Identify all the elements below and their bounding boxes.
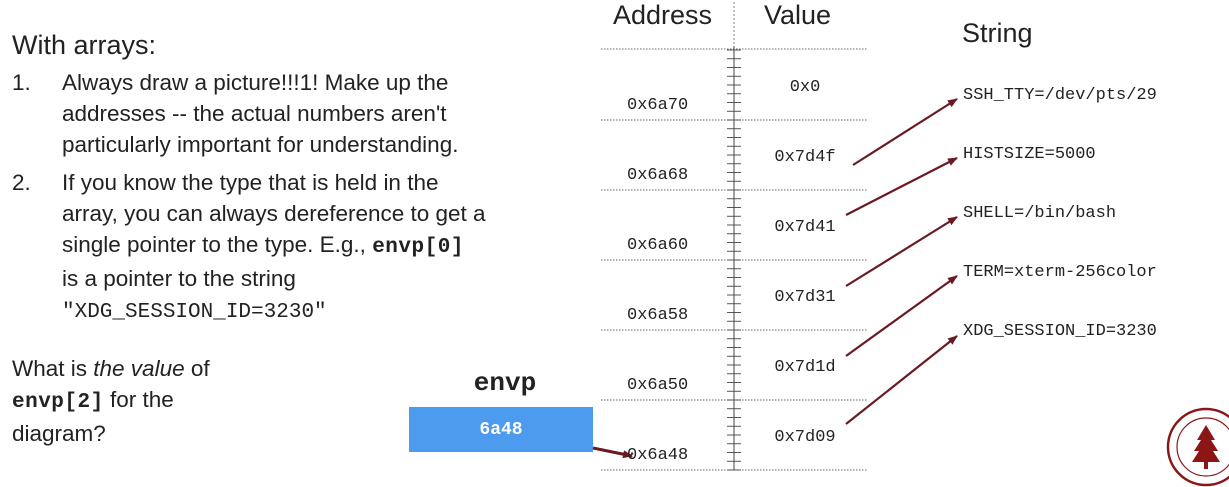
question-line: What is the value of bbox=[12, 353, 210, 384]
list-line: Always draw a picture!!!1! Make up the bbox=[62, 70, 449, 95]
question-text: What is bbox=[12, 356, 94, 381]
string-literal: "XDG_SESSION_ID=3230" bbox=[62, 301, 327, 324]
envp-value-box: 6a48 bbox=[409, 407, 593, 452]
list-line: If you know the type that is held in the bbox=[62, 170, 439, 195]
list-number: 2. bbox=[12, 170, 31, 195]
list-line: "XDG_SESSION_ID=3230" bbox=[62, 294, 486, 328]
memory-value: 0x7d4f bbox=[774, 148, 836, 167]
address-label: 0x6a48 bbox=[627, 446, 689, 465]
stanford-seal-icon bbox=[1166, 407, 1229, 487]
slide-heading: With arrays: bbox=[12, 30, 157, 60]
question-line: diagram? bbox=[12, 421, 106, 446]
memory-value: 0x7d09 bbox=[774, 428, 836, 447]
memory-value: 0x7d31 bbox=[774, 288, 836, 307]
string-value: HISTSIZE=5000 bbox=[963, 145, 1096, 164]
pointer-arrow bbox=[845, 275, 958, 357]
string-value: TERM=xterm-256color bbox=[963, 263, 1157, 282]
list-line: addresses -- the actual numbers aren't bbox=[62, 101, 447, 126]
string-value: SHELL=/bin/bash bbox=[963, 204, 1117, 223]
pointer-arrow bbox=[845, 335, 958, 425]
envp-2-code: envp[2] bbox=[12, 391, 104, 414]
address-label: 0x6a60 bbox=[627, 236, 689, 255]
list-number: 1. bbox=[12, 70, 31, 95]
question-text: for the bbox=[103, 387, 174, 412]
value-header: Value bbox=[764, 0, 832, 30]
question-emphasis: the value bbox=[93, 356, 185, 381]
address-label: 0x6a58 bbox=[627, 306, 689, 325]
string-value: XDG_SESSION_ID=3230 bbox=[963, 322, 1157, 341]
pointer-arrow bbox=[845, 216, 958, 287]
memory-value: 0x7d1d bbox=[774, 358, 836, 377]
question: What is the value of envp[2] for the dia… bbox=[12, 353, 210, 449]
address-label: 0x6a68 bbox=[627, 166, 689, 185]
pointer-arrow bbox=[845, 157, 958, 216]
list-line: is a pointer to the string bbox=[62, 266, 296, 291]
memory-value: 0x7d41 bbox=[774, 218, 836, 237]
address-label: 0x6a70 bbox=[627, 96, 689, 115]
memory-value: 0x0 bbox=[789, 78, 821, 97]
envp-0-code: envp[0] bbox=[372, 236, 464, 259]
pointer-arrows bbox=[592, 98, 958, 459]
question-text: of bbox=[184, 356, 210, 381]
envp-pointer-arrow bbox=[592, 446, 633, 459]
address-ruler bbox=[727, 46, 741, 471]
address-label: 0x6a50 bbox=[627, 376, 689, 395]
envp-label: envp bbox=[473, 368, 537, 398]
list-line-text: single pointer to the type. E.g., bbox=[62, 232, 373, 257]
string-header: String bbox=[962, 18, 1033, 48]
question-line: envp[2] for the bbox=[12, 384, 210, 418]
list-line: particularly important for understanding… bbox=[62, 132, 459, 157]
string-value: SSH_TTY=/dev/pts/29 bbox=[963, 86, 1157, 105]
pointer-arrow bbox=[852, 98, 958, 166]
list-line: single pointer to the type. E.g., envp[0… bbox=[62, 229, 486, 263]
address-header: Address bbox=[613, 0, 713, 30]
list-line: array, you can always dereference to get… bbox=[62, 201, 486, 226]
